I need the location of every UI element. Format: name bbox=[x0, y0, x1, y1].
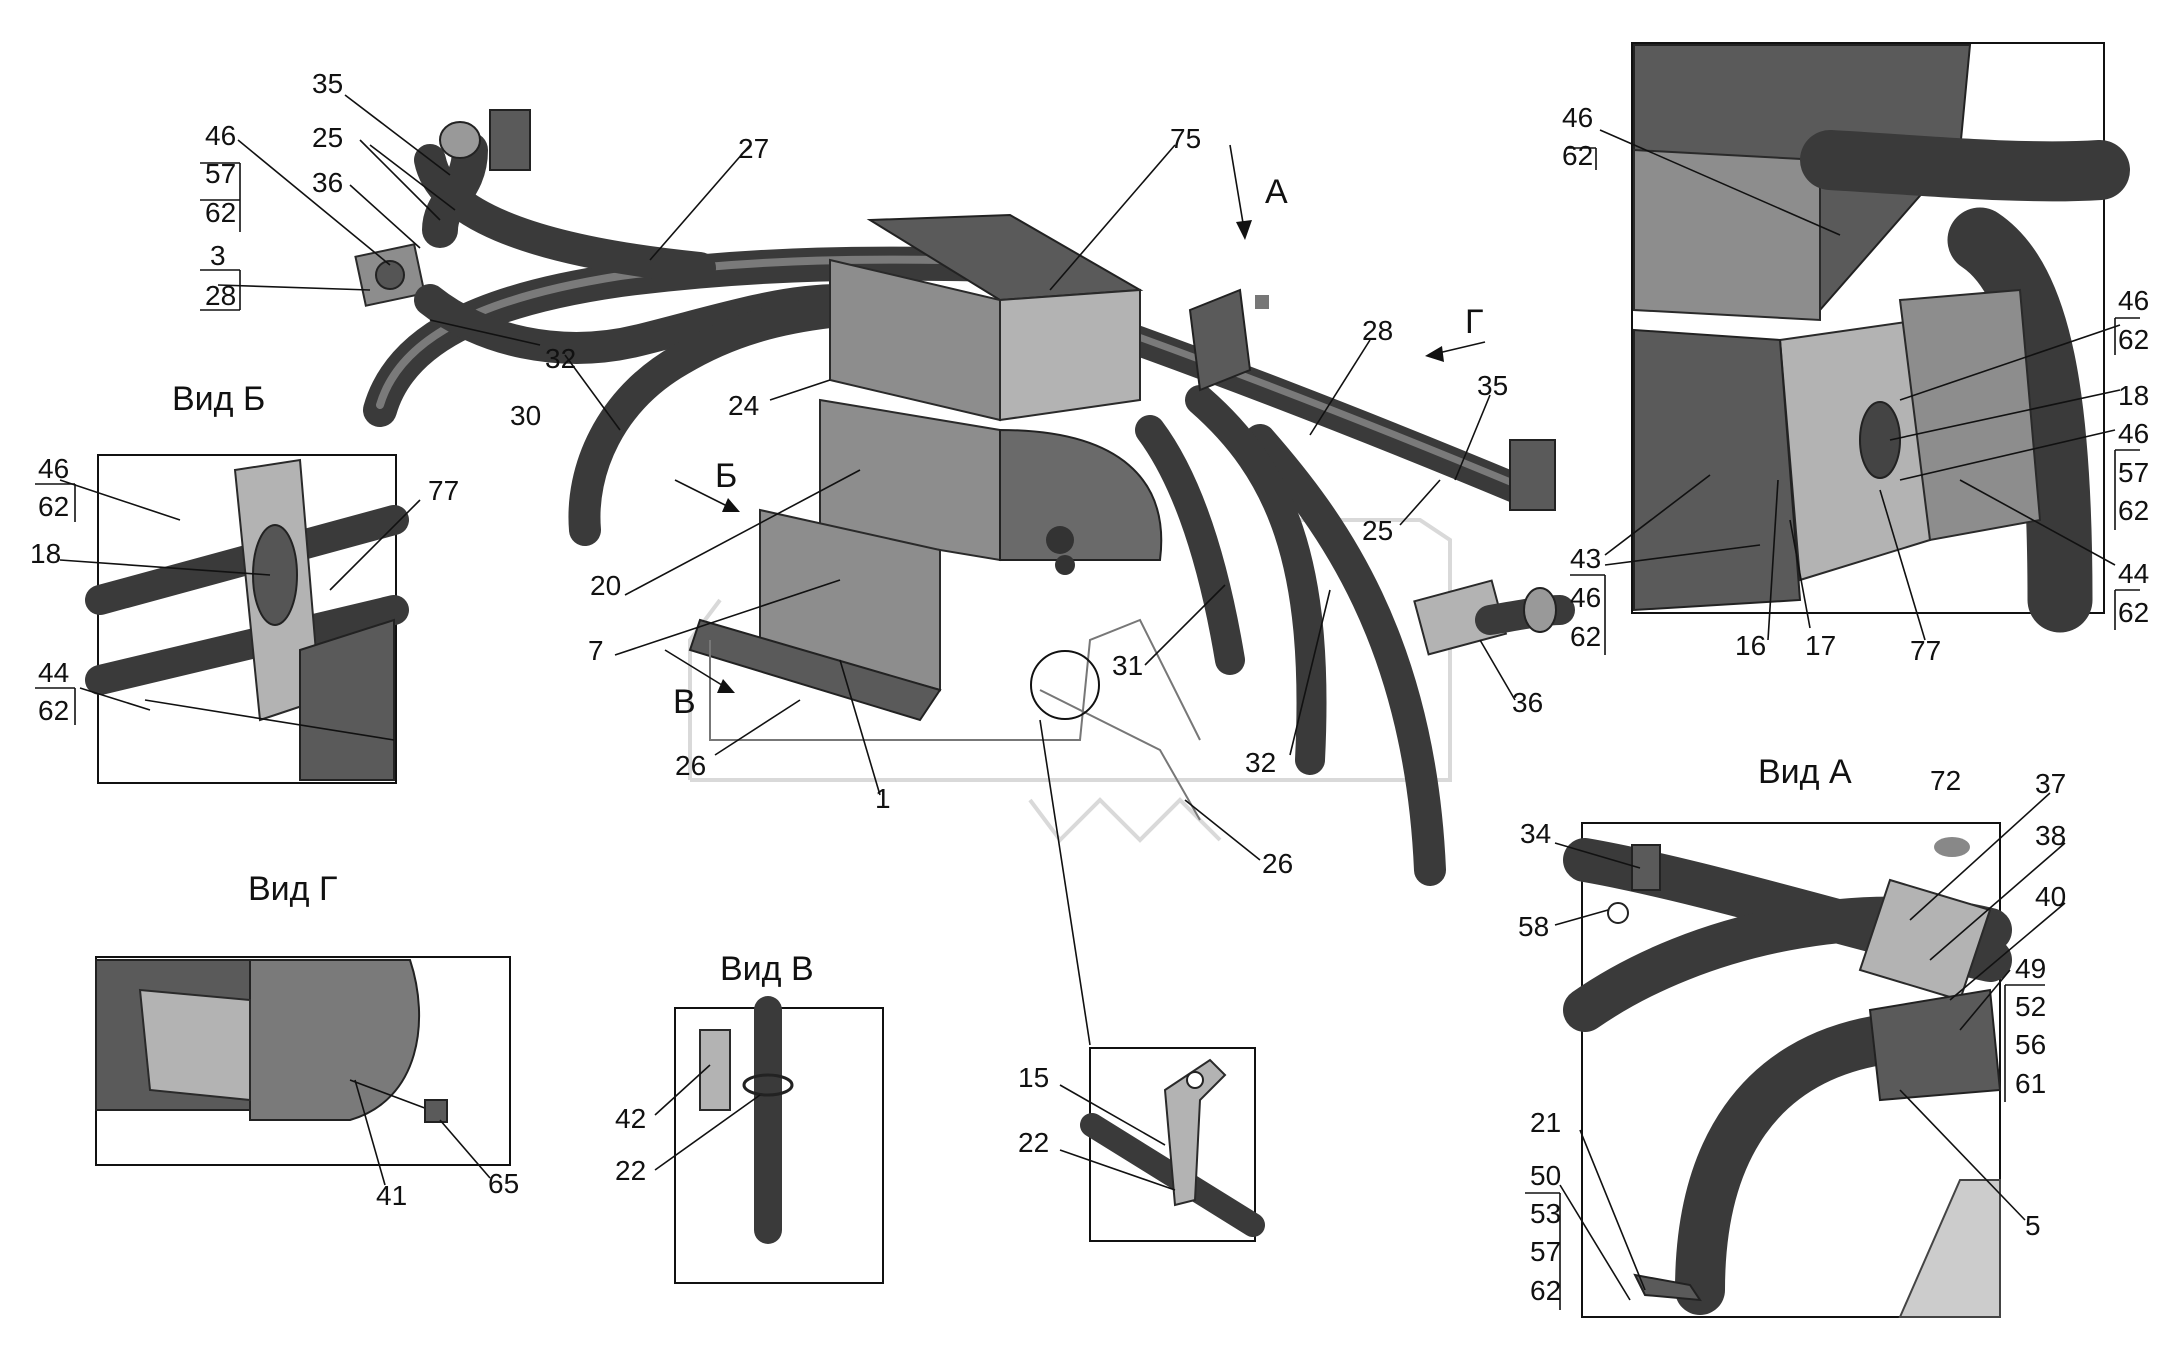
view-b-label-46: 46 bbox=[38, 453, 69, 484]
tr-label-18: 18 bbox=[2118, 380, 2149, 411]
tr-label-17: 17 bbox=[1805, 630, 1836, 661]
view-v-label-42: 42 bbox=[615, 1103, 646, 1134]
label-62-stack: 62 bbox=[205, 197, 236, 228]
label-26-left: 26 bbox=[675, 750, 706, 781]
tr-label-62a: 62 bbox=[1562, 140, 1593, 171]
view-v-label-22: 22 bbox=[615, 1155, 646, 1186]
view-a-label-49: 49 bbox=[2015, 953, 2046, 984]
label-24: 24 bbox=[728, 390, 759, 421]
view-a-label-58: 58 bbox=[1518, 911, 1549, 942]
label-28-left: 28 bbox=[205, 280, 236, 311]
view-b-label-77: 77 bbox=[428, 475, 459, 506]
arrow-b-letter: Б bbox=[715, 457, 737, 495]
arrow-a-letter: А bbox=[1265, 173, 1288, 211]
view-a-label-62: 62 bbox=[1530, 1275, 1561, 1306]
tr-label-16: 16 bbox=[1735, 630, 1766, 661]
main-labels: 35 25 36 3 28 27 75 28 35 24 30 32 20 7 … bbox=[205, 68, 1543, 879]
label-32-right: 32 bbox=[1245, 747, 1276, 778]
label-30: 30 bbox=[510, 400, 541, 431]
top-right-panel: 46 62 46 62 18 16 17 77 46 57 62 43 46 6… bbox=[1562, 42, 2149, 666]
label-25-top: 25 bbox=[312, 122, 343, 153]
view-a-label-40: 40 bbox=[2035, 881, 2066, 912]
tr-label-46c: 46 bbox=[2118, 418, 2149, 449]
label-26-right: 26 bbox=[1262, 848, 1293, 879]
detail-15-panel: 15 22 bbox=[1018, 1047, 1265, 1242]
view-a-label-52: 52 bbox=[2015, 991, 2046, 1022]
view-a-label-50: 50 bbox=[1530, 1160, 1561, 1191]
view-a-label-72: 72 bbox=[1930, 765, 1961, 796]
tr-label-62e: 62 bbox=[2118, 597, 2149, 628]
view-b-label-18: 18 bbox=[30, 538, 61, 569]
tr-label-57c: 57 bbox=[2118, 457, 2149, 488]
label-31: 31 bbox=[1112, 650, 1143, 681]
label-20: 20 bbox=[590, 570, 621, 601]
view-a-label-5: 5 bbox=[2025, 1210, 2041, 1241]
view-a-label-56: 56 bbox=[2015, 1029, 2046, 1060]
tr-label-62c: 62 bbox=[2118, 495, 2149, 526]
view-b-label-62: 62 bbox=[38, 491, 69, 522]
label-3: 3 bbox=[210, 240, 226, 271]
view-a-title: Вид А bbox=[1758, 753, 1852, 791]
view-v-title: Вид В bbox=[720, 950, 814, 988]
view-v-panel: Вид В 42 22 bbox=[615, 950, 884, 1284]
view-a-label-38: 38 bbox=[2035, 820, 2066, 851]
view-a-label-57: 57 bbox=[1530, 1236, 1561, 1267]
view-b-label-44: 44 bbox=[38, 657, 69, 688]
view-b-label-62b: 62 bbox=[38, 695, 69, 726]
tr-label-44: 44 bbox=[2118, 558, 2149, 589]
label-36-right: 36 bbox=[1512, 687, 1543, 718]
label-35-right: 35 bbox=[1477, 370, 1508, 401]
tr-label-46b: 46 bbox=[2118, 285, 2149, 316]
tr-label-62d: 62 bbox=[1570, 621, 1601, 652]
label-25-right: 25 bbox=[1362, 515, 1393, 546]
label-27: 27 bbox=[738, 133, 769, 164]
detail-label-15: 15 bbox=[1018, 1062, 1049, 1093]
view-g-title: Вид Г bbox=[248, 870, 337, 908]
tr-label-77: 77 bbox=[1910, 635, 1941, 666]
arrow-g-letter: Г bbox=[1465, 303, 1483, 341]
view-g-panel: Вид Г 41 65 bbox=[95, 870, 519, 1211]
view-b-title: Вид Б bbox=[172, 380, 265, 418]
view-a-label-53: 53 bbox=[1530, 1198, 1561, 1229]
detail-label-22: 22 bbox=[1018, 1127, 1049, 1158]
watermark bbox=[688, 518, 1452, 844]
tr-label-62b: 62 bbox=[2118, 324, 2149, 355]
view-a-label-34: 34 bbox=[1520, 818, 1551, 849]
view-a-label-21: 21 bbox=[1530, 1107, 1561, 1138]
view-b-panel: Вид Б 46 62 18 77 44 62 bbox=[30, 380, 459, 784]
label-57-stack: 57 bbox=[205, 158, 236, 189]
label-1: 1 bbox=[875, 783, 891, 814]
main-assembly bbox=[354, 109, 1575, 886]
view-a-panel: Вид А 72 37 38 40 34 58 5 21 49 52 5 bbox=[1518, 753, 2066, 1318]
tr-label-46a: 46 bbox=[1562, 102, 1593, 133]
label-46-stack: 46 bbox=[205, 120, 236, 151]
label-32-left: 32 bbox=[545, 343, 576, 374]
label-75: 75 bbox=[1170, 123, 1201, 154]
label-35-top: 35 bbox=[312, 68, 343, 99]
main-leaders bbox=[200, 94, 1516, 1046]
tr-label-46d: 46 bbox=[1570, 582, 1601, 613]
label-36-top: 36 bbox=[312, 167, 343, 198]
view-g-label-65: 65 bbox=[488, 1168, 519, 1199]
label-7: 7 bbox=[588, 635, 604, 666]
view-a-label-37: 37 bbox=[2035, 768, 2066, 799]
label-28-right: 28 bbox=[1362, 315, 1393, 346]
tr-label-43: 43 bbox=[1570, 543, 1601, 574]
view-a-label-61: 61 bbox=[2015, 1068, 2046, 1099]
arrow-v-letter: В bbox=[673, 683, 696, 721]
view-g-label-41: 41 bbox=[376, 1180, 407, 1211]
